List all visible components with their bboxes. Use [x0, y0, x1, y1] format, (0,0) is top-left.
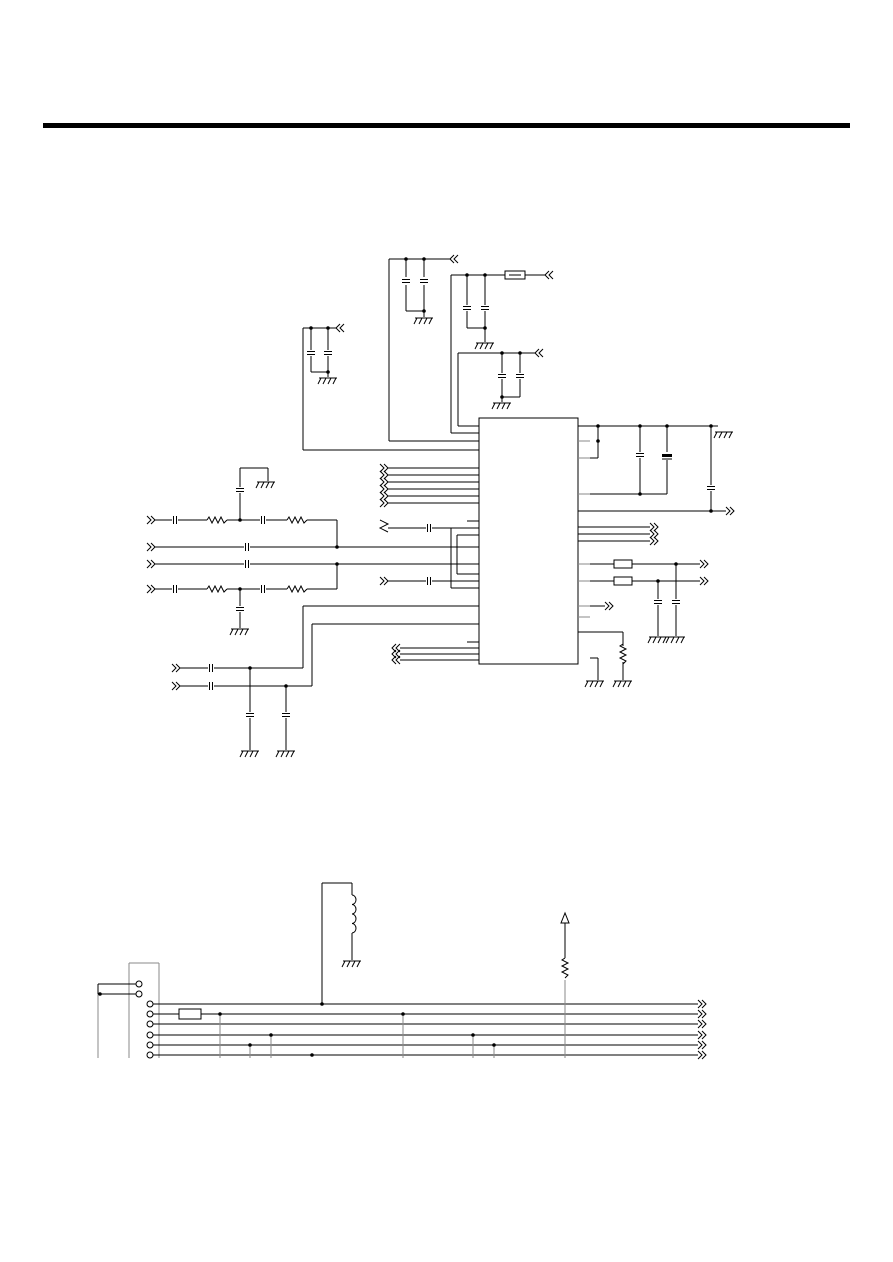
connector-jumper [97, 983, 136, 995]
bottom-taps [219, 980, 566, 1058]
power-net-3 [457, 352, 535, 427]
top-schematic [146, 254, 735, 758]
main-ic [478, 417, 579, 665]
ic-input-couplings [388, 527, 479, 589]
header-rule [43, 123, 850, 128]
left-input-bus [388, 467, 479, 504]
bottom-schematic [97, 882, 707, 1060]
power-net-4 [302, 327, 479, 451]
power-net-2 [450, 274, 545, 434]
connector-pins [135, 980, 154, 1059]
left-audio-inputs [155, 467, 479, 628]
fuse-3 [613, 576, 633, 586]
ic-bottom-bus [400, 647, 479, 661]
lower-left-inputs [180, 605, 479, 750]
right-outputs [578, 526, 700, 680]
fuse-2 [613, 559, 633, 569]
bottom-fuse [178, 1008, 202, 1020]
inductor-net [321, 882, 357, 1004]
connector-body [97, 962, 160, 1058]
ic-left-pins [467, 520, 479, 643]
power-net-1 [388, 258, 479, 442]
ic-right-pins [578, 440, 590, 618]
supply-arrow-icon [560, 911, 570, 924]
right-decoupling [578, 425, 726, 512]
bottom-bus-lines [153, 1003, 698, 1056]
